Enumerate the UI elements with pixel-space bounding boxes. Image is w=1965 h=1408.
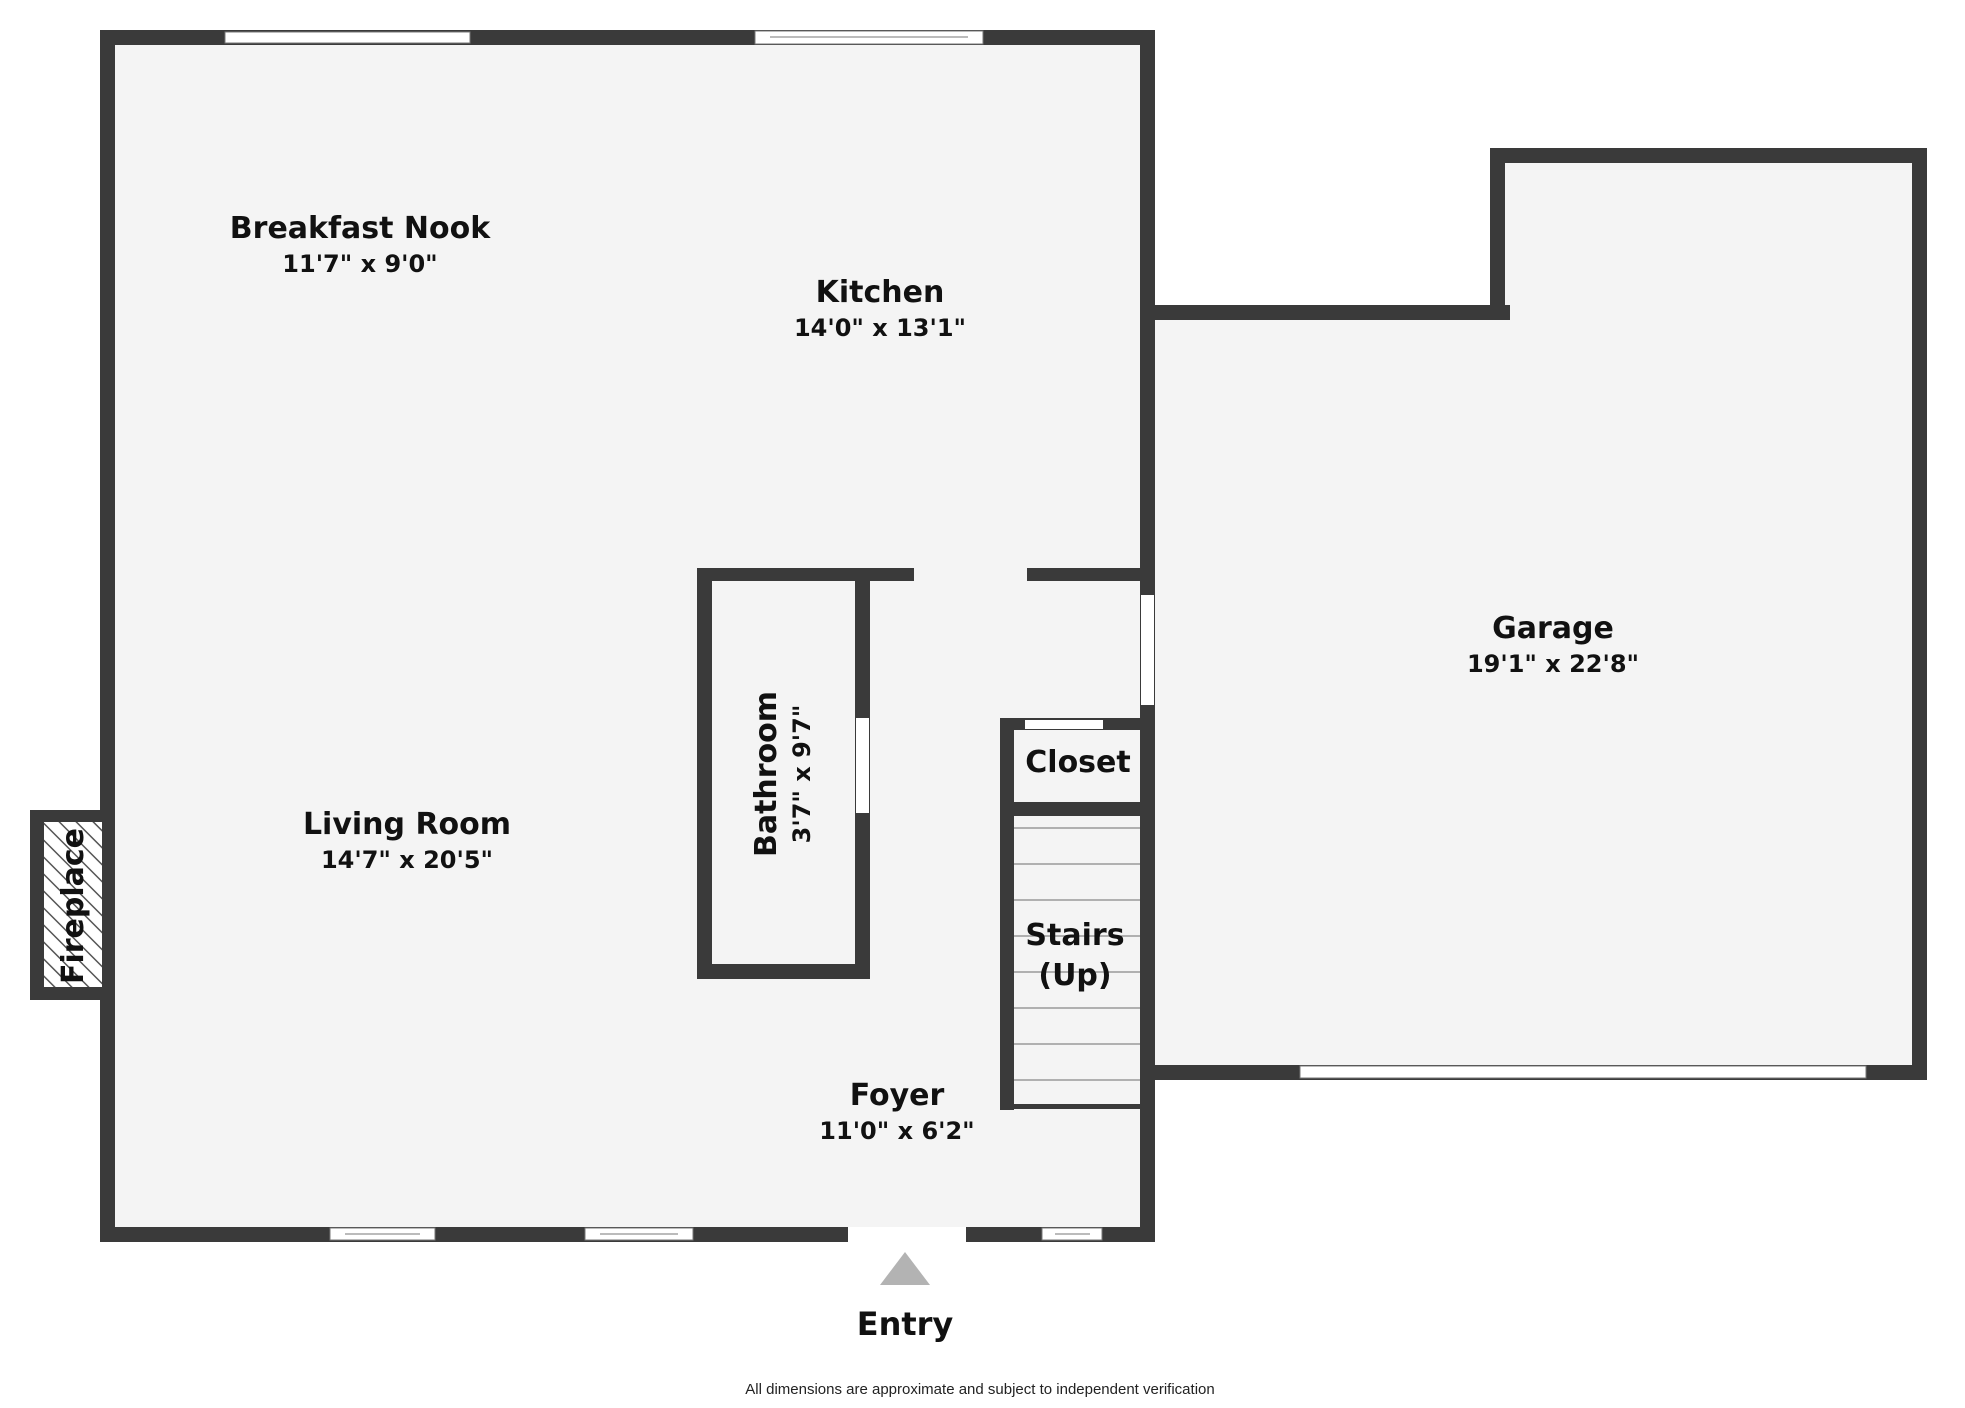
breakfast-nook-dims: 11'7" x 9'0" bbox=[282, 250, 437, 278]
main-house-floor bbox=[110, 45, 1143, 1237]
kitchen-dims: 14'0" x 13'1" bbox=[794, 314, 966, 342]
garage-floor bbox=[1150, 160, 1915, 1068]
breakfast-nook-label: Breakfast Nook bbox=[230, 211, 491, 246]
garage-passage-door bbox=[1141, 595, 1154, 705]
closet-door bbox=[1025, 720, 1103, 729]
garage-label: Garage bbox=[1492, 611, 1614, 646]
disclaimer-text: All dimensions are approximate and subje… bbox=[745, 1381, 1214, 1398]
windows bbox=[224, 30, 1867, 1241]
garage-dims: 19'1" x 22'8" bbox=[1467, 650, 1639, 678]
entry-label: Entry bbox=[857, 1305, 954, 1343]
bathroom-dims: 3'7" x 9'7" bbox=[788, 705, 816, 844]
fireplace-label: Fireplace bbox=[56, 828, 91, 984]
bathroom-door bbox=[856, 718, 869, 813]
window-top-left bbox=[224, 31, 471, 44]
foyer-label: Foyer bbox=[850, 1078, 945, 1113]
living-room-label: Living Room bbox=[303, 807, 511, 842]
entry-arrow-icon bbox=[880, 1252, 930, 1285]
fireplace-hatch bbox=[44, 822, 102, 987]
stairs-treads bbox=[1014, 827, 1140, 1081]
foyer-dims: 11'0" x 6'2" bbox=[819, 1117, 974, 1145]
stairs-label-up: (Up) bbox=[1038, 958, 1111, 993]
garage-door bbox=[1299, 1065, 1867, 1079]
kitchen-label: Kitchen bbox=[816, 275, 945, 310]
bathroom-label: Bathroom bbox=[749, 691, 784, 857]
entry-door bbox=[848, 1227, 966, 1242]
interior-walls bbox=[862, 568, 1145, 581]
closet-label: Closet bbox=[1025, 745, 1130, 780]
stairs-bottom-line bbox=[1000, 1104, 1145, 1109]
stairs-label: Stairs bbox=[1025, 918, 1124, 953]
bathroom-walls bbox=[697, 568, 870, 979]
living-room-dims: 14'7" x 20'5" bbox=[321, 846, 493, 874]
